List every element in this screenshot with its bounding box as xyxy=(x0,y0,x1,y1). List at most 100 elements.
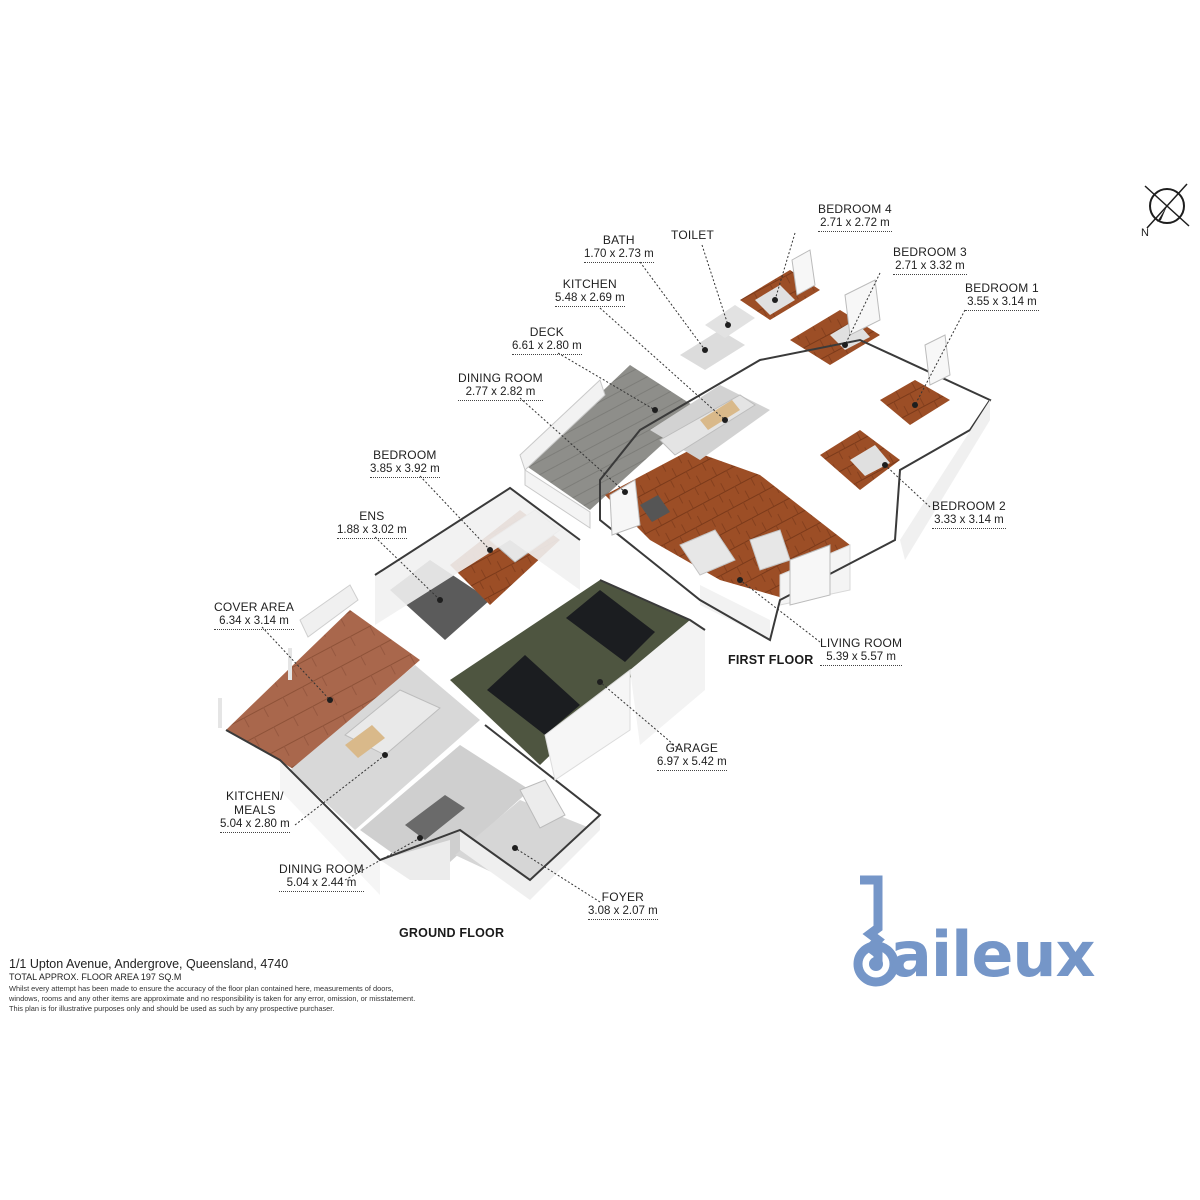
label-bedroom3: BEDROOM 3 2.71 x 3.32 m xyxy=(893,245,967,275)
garage-door-wall xyxy=(544,668,631,781)
baileux-logo xyxy=(853,875,899,987)
room-name: BEDROOM 3 xyxy=(893,245,967,259)
room-dims: 1.70 x 2.73 m xyxy=(584,247,654,263)
room-dims: 6.61 x 2.80 m xyxy=(512,339,582,355)
window-frame xyxy=(609,479,641,536)
first-floor-outer-wall xyxy=(900,400,990,560)
room-name: BEDROOM 4 xyxy=(818,202,892,216)
room-dims: 3.55 x 3.14 m xyxy=(965,295,1039,311)
ground-floor-title: GROUND FLOOR xyxy=(399,926,505,940)
key-bow-icon xyxy=(860,875,885,966)
bedroom-wall-top xyxy=(374,486,581,576)
room-dims: 6.97 x 5.42 m xyxy=(657,755,727,771)
foyer-stairs xyxy=(519,779,566,829)
label-cover-area: COVER AREA 6.34 x 3.14 m xyxy=(214,600,295,630)
room-name: DINING ROOM xyxy=(458,371,543,385)
label-bedroom2: BEDROOM 2 3.33 x 3.14 m xyxy=(932,499,1006,529)
kitchen-island xyxy=(345,725,385,758)
deck-floor xyxy=(525,365,700,510)
ground-side-wall xyxy=(460,815,600,900)
first-floor-title: FIRST FLOOR xyxy=(728,653,814,667)
ground-front-wall xyxy=(280,760,380,895)
compass-north-label: N xyxy=(1141,227,1149,239)
garage-wall-top xyxy=(599,579,706,631)
room-name: BEDROOM xyxy=(373,448,437,462)
label-dining-ground: DINING ROOM 5.04 x 2.44 m xyxy=(279,862,364,892)
sofa xyxy=(679,529,736,576)
label-living-room: LIVING ROOM 5.39 x 5.57 m xyxy=(820,636,903,666)
label-foyer: FOYER 3.08 x 2.07 m xyxy=(588,890,658,920)
label-bedroom: BEDROOM 3.85 x 3.92 m xyxy=(370,448,440,478)
label-bath: BATH 1.70 x 2.73 m xyxy=(584,233,654,263)
living-dining-floor xyxy=(605,450,850,600)
ground-wall-top xyxy=(225,724,602,882)
room-name: BATH xyxy=(602,233,635,247)
label-deck: DECK 6.61 x 2.80 m xyxy=(512,325,582,355)
disclaimer-line: windows, rooms and any other items are a… xyxy=(9,994,416,1003)
bedroom-walls xyxy=(375,488,580,625)
room-name: ENS xyxy=(359,509,385,523)
deck-railing xyxy=(524,469,591,529)
first-floor-walls xyxy=(599,338,992,642)
label-bedroom4: BEDROOM 4 2.71 x 2.72 m xyxy=(818,202,892,232)
bath-floor xyxy=(680,330,745,370)
room-dims: 3.85 x 3.92 m xyxy=(370,462,440,478)
room-dims: 5.48 x 2.69 m xyxy=(555,291,625,307)
disclaimer-line: This plan is for illustrative purposes o… xyxy=(9,1004,335,1013)
room-dims: 2.77 x 2.82 m xyxy=(458,385,543,401)
label-bedroom1: BEDROOM 1 3.55 x 3.14 m xyxy=(965,281,1039,311)
room-name: DINING ROOM xyxy=(279,862,364,876)
bed-upper xyxy=(850,445,890,476)
living-front-wall xyxy=(700,585,770,640)
room-dims: 3.08 x 2.07 m xyxy=(588,904,658,920)
room-name-line2: MEALS xyxy=(234,803,276,817)
room-dims: 5.39 x 5.57 m xyxy=(820,650,903,666)
deck-railing xyxy=(519,379,606,471)
first-floor-model xyxy=(519,249,992,642)
garage-side-wall xyxy=(630,620,705,745)
garage-car-2 xyxy=(566,590,655,662)
room-dims: 2.71 x 3.32 m xyxy=(893,259,967,275)
label-kitchen-meals: KITCHEN/ MEALS 5.04 x 2.80 m xyxy=(220,789,290,833)
window-frame xyxy=(924,334,951,386)
ground-floor-model xyxy=(218,486,706,900)
label-toilet: TOILET xyxy=(671,228,714,242)
ground-front-wall xyxy=(380,840,450,880)
label-garage: GARAGE 6.97 x 5.42 m xyxy=(657,741,727,771)
compass-icon: N xyxy=(1141,183,1190,239)
brand-wordmark: aileux xyxy=(890,918,1096,991)
room-name: LIVING ROOM xyxy=(820,636,903,650)
room-name: DECK xyxy=(529,325,564,339)
room-name: BEDROOM 1 xyxy=(965,281,1039,295)
disclaimer-line: Whilst every attempt has been made to en… xyxy=(9,984,394,993)
room-dims: 5.04 x 2.80 m xyxy=(220,817,290,833)
window-frame xyxy=(789,544,831,606)
dining-table-upper xyxy=(640,495,670,522)
cover-area-floor xyxy=(226,610,420,770)
room-dims: 2.71 x 2.72 m xyxy=(818,216,892,232)
leader-dots xyxy=(327,297,918,851)
room-dims: 6.34 x 3.14 m xyxy=(214,614,295,630)
leader-lines xyxy=(261,232,966,903)
window-frame xyxy=(791,249,816,296)
window-frame xyxy=(844,279,881,336)
room-dims: 5.04 x 2.44 m xyxy=(279,876,364,892)
room-name-line1: KITCHEN/ xyxy=(226,789,284,803)
key-ring-icon xyxy=(853,941,899,987)
room-name: FOYER xyxy=(601,890,645,904)
toilet-floor xyxy=(705,305,755,338)
dining-table xyxy=(405,795,465,840)
property-address: 1/1 Upton Avenue, Andergrove, Queensland… xyxy=(9,957,289,971)
room-dims: 3.33 x 3.14 m xyxy=(932,513,1006,529)
label-dining-upper: DINING ROOM 2.77 x 2.82 m xyxy=(458,371,543,401)
room-name: GARAGE xyxy=(665,741,719,755)
cover-area-railing xyxy=(299,584,359,638)
total-floor-area: TOTAL APPROX. FLOOR AREA 197 SQ.M xyxy=(9,972,182,982)
room-name: KITCHEN xyxy=(562,277,617,291)
label-kitchen: KITCHEN 5.48 x 2.69 m xyxy=(555,277,625,307)
room-dims: 1.88 x 3.02 m xyxy=(337,523,407,539)
garage-car-1 xyxy=(487,655,580,735)
room-name: TOILET xyxy=(671,228,714,242)
room-name: COVER AREA xyxy=(214,600,295,614)
